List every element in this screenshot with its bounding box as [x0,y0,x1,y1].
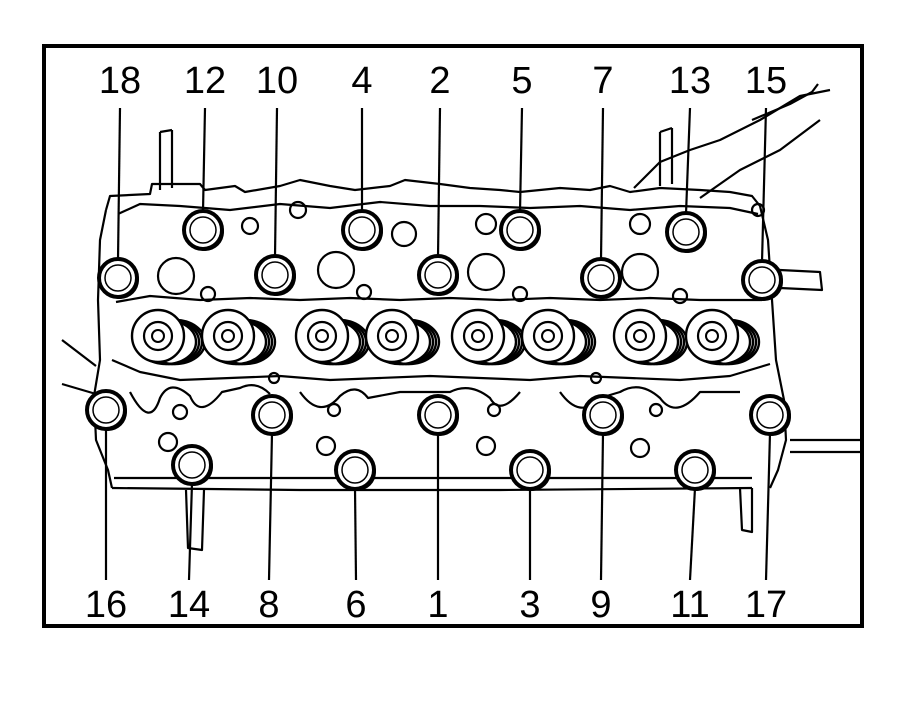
bolt-label-15: 15 [745,60,787,102]
head-bolt [509,449,551,491]
head-bolt [674,449,716,491]
head-bolt [334,449,376,491]
valve-spring [294,308,371,366]
leader-line [267,432,274,581]
leader-line [353,487,358,581]
bolt-label-1: 1 [427,584,448,626]
valve-spring [450,308,527,366]
bolt-label-17: 17 [745,584,787,626]
bolt-label-9: 9 [590,584,611,626]
head-bolt [749,394,791,436]
bolt-label-2: 2 [429,60,450,102]
leader-line [760,107,768,263]
bottom-sequence-labels: 16 14 8 6 1 3 9 11 17 [85,584,787,626]
head-bolt [417,394,459,436]
leader-line [684,107,692,215]
head-bolt [580,257,622,299]
head-bolt [182,209,224,251]
diagram-frame [42,44,864,628]
bolt-label-3: 3 [519,584,540,626]
head-bolt [741,259,783,301]
top-sequence-labels: 18 12 10 4 2 5 7 13 15 [99,60,787,102]
bolt-label-18: 18 [99,60,141,102]
bolt-label-12: 12 [184,60,226,102]
leader-line [688,487,697,581]
head-bolt [251,394,293,436]
leader-line [436,107,442,258]
valve-spring [364,308,441,366]
head-bolt [97,257,139,299]
leader-line [116,107,122,261]
valve-spring [130,308,207,366]
bolt-label-4: 4 [351,60,372,102]
bolt-label-8: 8 [258,584,279,626]
valve-spring [684,308,761,366]
leader-line [599,432,605,581]
valve-spring [520,308,597,366]
bolt-label-16: 16 [85,584,127,626]
head-bolt [665,211,707,253]
bolt-label-7: 7 [592,60,613,102]
leader-line [599,107,605,261]
leader-line [201,107,207,213]
head-bolt [499,209,541,251]
valve-springs [130,308,761,366]
bolt-label-14: 14 [168,584,210,626]
bolt-label-6: 6 [345,584,366,626]
head-bolt [417,254,459,296]
leader-line [273,107,279,258]
bolt-label-13: 13 [669,60,711,102]
leader-line [187,482,194,581]
bolt-label-11: 11 [670,584,709,626]
leader-line [764,432,772,581]
head-bolt [341,209,383,251]
bolt-label-10: 10 [256,60,298,102]
valve-spring [612,308,689,366]
leader-lines [104,107,772,581]
head-bolt [582,394,624,436]
bolt-label-5: 5 [511,60,532,102]
cylinder-head-outline [61,83,862,552]
head-bolt [254,254,296,296]
valve-spring [200,308,277,366]
head-bolt [85,389,127,431]
head-bolt [171,444,213,486]
leader-line [518,107,524,213]
head-bolts [85,209,791,491]
